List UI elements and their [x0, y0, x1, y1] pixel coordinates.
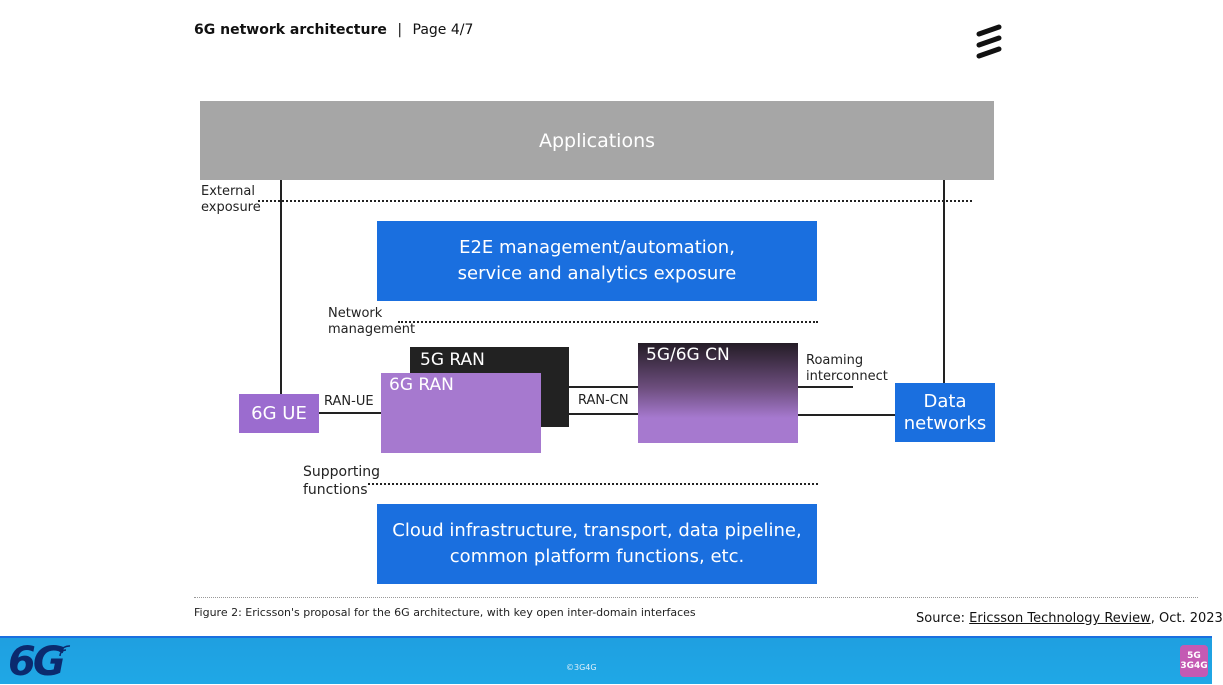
ran-cn-label: RAN-CN: [578, 393, 629, 408]
ran-cn-line: [541, 413, 638, 415]
applications-box: Applications: [200, 101, 994, 180]
6g-footer-logo: 6G: [8, 639, 66, 685]
badge-top-text: 5G: [1187, 651, 1201, 661]
page-indicator: Page 4/7: [412, 22, 474, 38]
source-citation: Source: Ericsson Technology Review, Oct.…: [916, 611, 1223, 626]
data-networks-line-2: networks: [903, 412, 987, 434]
ran-ue-line: [319, 412, 381, 414]
e2e-management-box: E2E management/automation, service and a…: [377, 221, 817, 301]
roaming-interconnect-label: Roaming interconnect: [806, 353, 888, 384]
cloud-infrastructure-box: Cloud infrastructure, transport, data pi…: [377, 504, 817, 584]
cn-to-datanet-line: [798, 414, 895, 416]
ran-ue-label: RAN-UE: [324, 394, 374, 409]
copyright-text: ©3G4G: [566, 663, 597, 672]
core-network-box: 5G/6G CN: [638, 343, 798, 443]
supporting-functions-label: Supporting functions: [303, 464, 380, 498]
caption-separator: [194, 597, 1198, 598]
ran-cn-upper-line: [569, 386, 638, 388]
ue-to-apps-line: [280, 180, 282, 394]
footer-bar: [0, 636, 1212, 684]
data-networks-line-1: Data: [923, 390, 967, 412]
slide-header: 6G network architecture | Page 4/7: [194, 22, 473, 38]
signal-waves-icon: [59, 645, 71, 657]
external-exposure-label: External exposure: [201, 184, 261, 215]
slide-title: 6G network architecture: [194, 22, 387, 38]
e2e-line-2: service and analytics exposure: [457, 263, 737, 284]
header-separator: |: [397, 22, 403, 38]
cloud-line-1: Cloud infrastructure, transport, data pi…: [392, 520, 802, 541]
badge-bottom-text: 3G4G: [1180, 661, 1208, 671]
datanet-to-apps-line: [943, 180, 945, 383]
source-suffix: , Oct. 2023: [1150, 611, 1223, 626]
external-exposure-divider: [258, 200, 972, 202]
supporting-functions-divider: [368, 483, 818, 485]
figure-caption: Figure 2: Ericsson's proposal for the 6G…: [194, 606, 696, 619]
roaming-line: [798, 386, 853, 388]
network-management-divider: [398, 321, 818, 323]
source-link[interactable]: Ericsson Technology Review: [969, 611, 1151, 626]
6g-ue-box: 6G UE: [239, 394, 319, 433]
e2e-line-1: E2E management/automation,: [459, 237, 735, 258]
data-networks-box: Data networks: [895, 383, 995, 442]
source-prefix: Source:: [916, 611, 970, 626]
network-management-label: Network management: [328, 306, 416, 337]
3g4g-badge: 5G 3G4G: [1180, 645, 1208, 677]
6g-ran-box: 6G RAN: [381, 373, 541, 453]
ericsson-logo-icon: [976, 24, 1002, 59]
cloud-line-2: common platform functions, etc.: [449, 546, 745, 567]
